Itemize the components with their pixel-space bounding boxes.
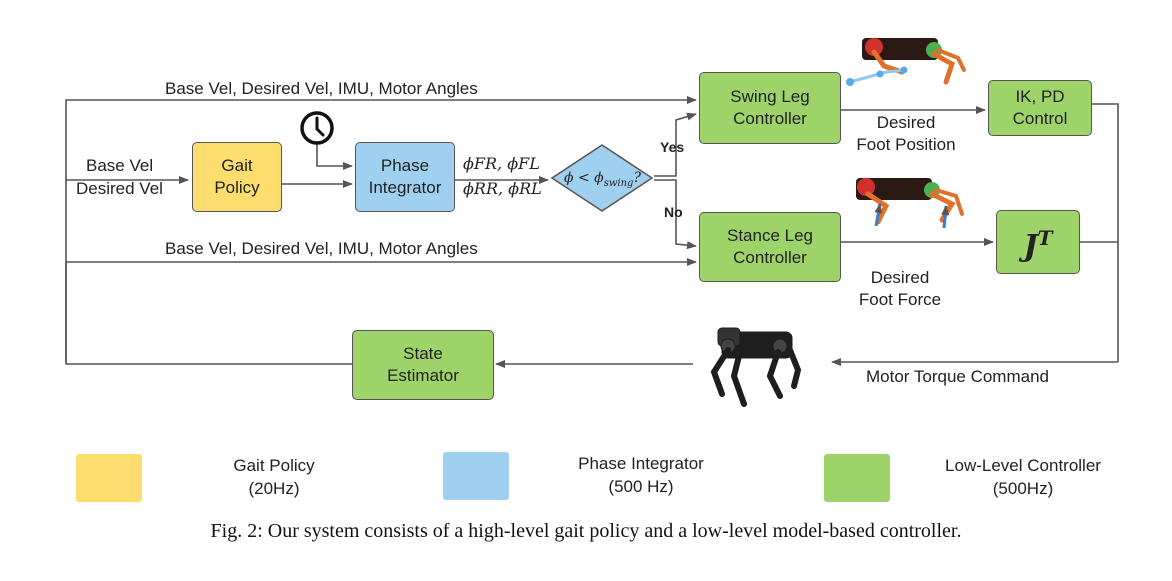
clock-icon [300,111,334,145]
robot-stance-icon [856,178,964,229]
stance-leg-controller-block: Stance Leg Controller [699,212,841,282]
ik-pd-control-block: IK, PD Control [988,80,1092,136]
desired-foot-force-label: Desired Foot Force [858,268,942,309]
legend-swatch-gait-policy [76,454,142,502]
decision-label: ϕ < ϕswing? [564,170,641,189]
swing-leg-controller-block: Swing Leg Controller [699,72,841,144]
no-label: No [664,204,683,220]
desired-vel-label: Desired Vel [76,179,163,198]
base-vel-label: Base Vel [86,156,154,175]
gait-policy-block: Gait Policy [192,142,282,212]
legend-low-level-controller: Low-Level Controller(500Hz) [945,456,1101,498]
quadruped-robot-icon [710,327,802,407]
legend-gait-policy: Gait Policy(20Hz) [233,456,315,498]
arrow-no [654,179,697,250]
phase-top-label: ϕFR, ϕFL [463,154,540,173]
motor-torque-label: Motor Torque Command [866,367,1049,386]
phase-integrator-block: Phase Integrator [355,142,455,212]
legend-swatch-low-level-controller [824,454,890,502]
arrow-to-swing-leg [65,96,697,362]
jacobian-transpose-block: JT [996,210,1080,274]
estimator-feedback-line [65,262,352,365]
arrow-yes [654,112,697,177]
legend-swatch-phase-integrator [443,452,509,500]
mid-inputs-label: Base Vel, Desired Vel, IMU, Motor Angles [165,239,478,258]
robot-swing-icon [846,38,966,86]
phase-bottom-label: ϕRR, ϕRL [463,179,542,198]
desired-foot-position-label: Desired Foot Position [856,113,956,154]
legend-phase-integrator: Phase Integrator(500 Hz) [578,454,704,496]
yes-label: Yes [660,139,685,155]
arrow-clock-to-phase [316,143,353,170]
top-inputs-label: Base Vel, Desired Vel, IMU, Motor Angles [165,79,478,98]
figure-caption: Fig. 2: Our system consists of a high-le… [210,520,962,542]
state-estimator-block: State Estimator [352,330,494,400]
decision-diamond [550,144,654,212]
ik-output-line [1092,103,1119,362]
